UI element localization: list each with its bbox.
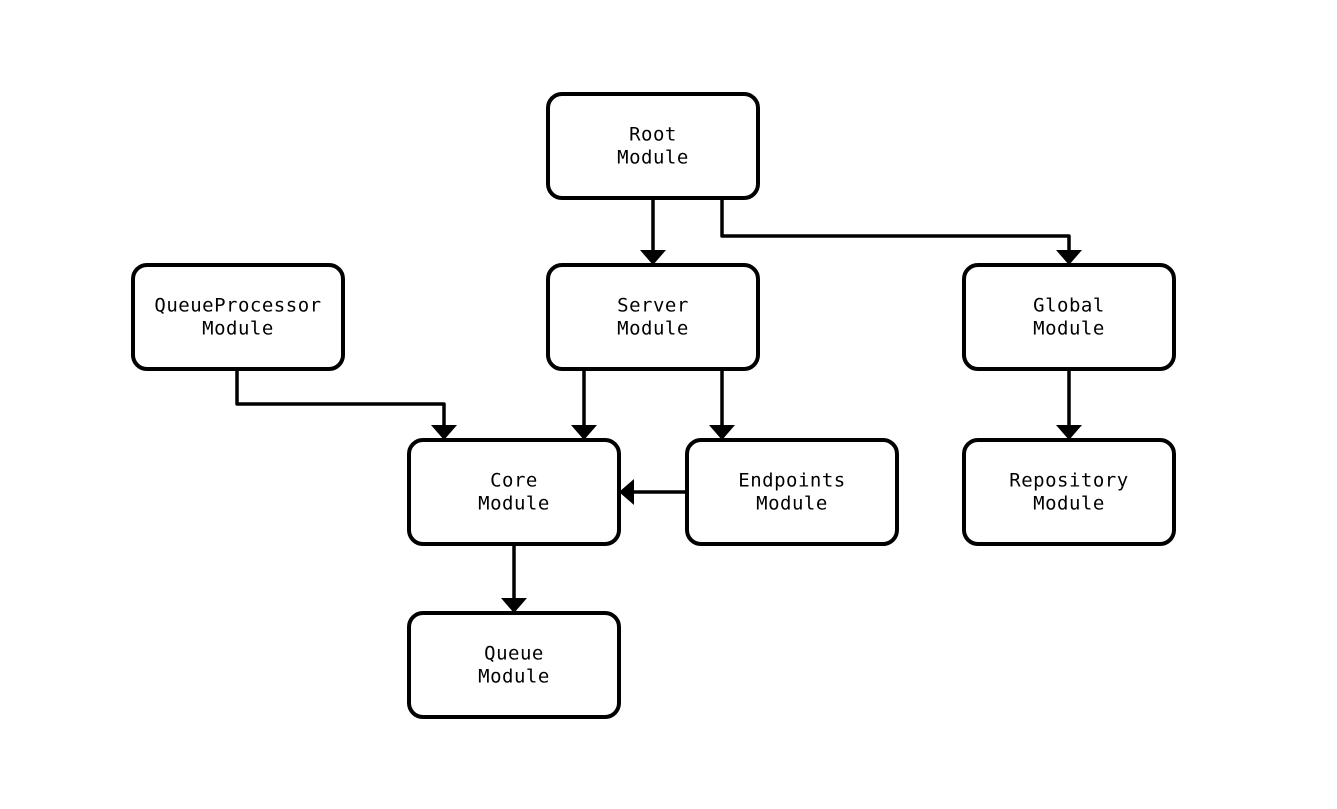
endpoints-module-node-box[interactable] — [685, 438, 899, 546]
edge-server-to-core — [571, 369, 597, 440]
queue-module-node-line2: Module — [478, 666, 550, 688]
root-module-node-line1: Root — [629, 124, 677, 146]
edge-root-to-global-line — [720, 198, 1071, 252]
core-module-node-box[interactable] — [407, 438, 621, 546]
edge-global-to-repository-arrowhead — [1056, 425, 1082, 440]
root-module-node-box[interactable] — [546, 92, 760, 200]
core-module-node-line2: Module — [478, 493, 550, 515]
edge-root-to-server — [640, 198, 666, 265]
queueprocessor-module-node-line2: Module — [202, 318, 274, 340]
edge-server-to-core-arrowhead — [571, 425, 597, 440]
edge-core-to-queue — [501, 544, 527, 613]
edge-root-to-global — [720, 198, 1082, 265]
endpoints-module-node-line2: Module — [756, 493, 828, 515]
edge-root-to-server-arrowhead — [640, 250, 666, 265]
root-module-node-line2: Module — [617, 147, 689, 169]
endpoints-module-node-line1: Endpoints — [738, 470, 845, 492]
global-module-node-line2: Module — [1033, 318, 1105, 340]
edge-core-to-queue-arrowhead — [501, 598, 527, 613]
global-module-node-box[interactable] — [962, 263, 1176, 371]
global-module-node-line1: Global — [1033, 295, 1105, 317]
server-module-node-box[interactable] — [546, 263, 760, 371]
repository-module-node-box[interactable] — [962, 438, 1176, 546]
repository-module-node-line1: Repository — [1009, 470, 1128, 492]
edges-layer — [235, 198, 1082, 613]
edge-server-to-endpoints — [709, 369, 735, 440]
edge-queueprocessor-to-core-arrowhead — [431, 425, 457, 440]
edge-queueprocessor-to-core-line — [235, 369, 446, 427]
core-module-node-line1: Core — [490, 470, 538, 492]
server-module-node-line1: Server — [617, 295, 689, 317]
edge-endpoints-to-core — [619, 479, 687, 505]
nodes-layer: RootModuleQueueProcessorModuleServerModu… — [131, 92, 1176, 719]
edge-server-to-endpoints-arrowhead — [709, 425, 735, 440]
queueprocessor-module-node-box[interactable] — [131, 263, 345, 371]
edge-global-to-repository — [1056, 369, 1082, 440]
edge-endpoints-to-core-arrowhead — [619, 479, 634, 505]
edge-root-to-global-arrowhead — [1056, 250, 1082, 265]
repository-module-node-line2: Module — [1033, 493, 1105, 515]
queue-module-node-line1: Queue — [484, 643, 544, 665]
queueprocessor-module-node-line1: QueueProcessor — [154, 295, 321, 317]
queue-module-node-box[interactable] — [407, 611, 621, 719]
server-module-node-line2: Module — [617, 318, 689, 340]
edge-queueprocessor-to-core — [235, 369, 457, 440]
